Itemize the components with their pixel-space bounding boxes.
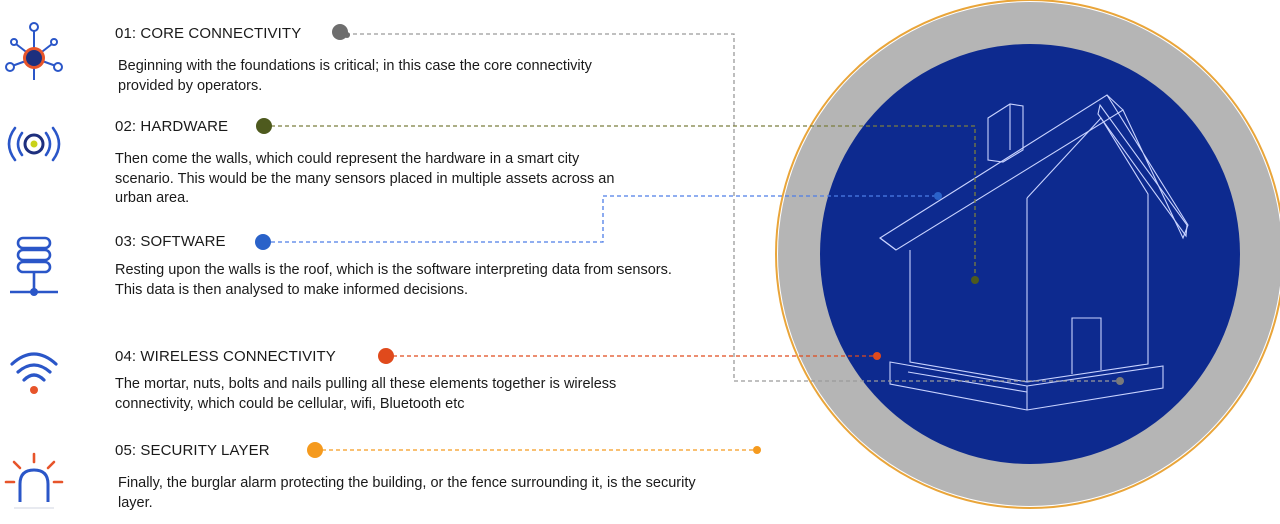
software-dot xyxy=(255,234,271,250)
wireless-dot xyxy=(378,348,394,364)
layer-3-description: Resting upon the walls is the roof, whic… xyxy=(115,262,672,298)
layer-4-description: The mortar, nuts, bolts and nails pullin… xyxy=(115,376,617,412)
software-endpoint xyxy=(934,192,942,200)
layer-2-description: Then come the walls, which could represe… xyxy=(115,151,615,206)
layer-1-description: Beginning with the foundations is critic… xyxy=(118,58,592,94)
hardware-endpoint xyxy=(971,276,979,284)
connector-hardware xyxy=(271,125,976,280)
layer-4-heading: 04: WIRELESS CONNECTIVITY xyxy=(115,348,336,365)
core-connectivity-endpoint xyxy=(1116,377,1124,385)
core-connectivity-dot xyxy=(332,24,348,40)
security-dot xyxy=(307,442,323,458)
layer-1-heading: 01: CORE CONNECTIVITY xyxy=(115,25,302,42)
layer-3-heading: 03: SOFTWARE xyxy=(115,233,226,250)
outer-orange-outline xyxy=(775,0,1280,509)
sensor-signal-icon xyxy=(7,126,61,162)
database-icon xyxy=(10,236,58,296)
wireless-endpoint xyxy=(873,352,881,360)
layer-5-heading: 05: SECURITY LAYER xyxy=(115,442,270,459)
layer-2-heading: 02: HARDWARE xyxy=(115,118,229,135)
security-endpoint xyxy=(753,446,761,454)
hardware-dot xyxy=(256,118,272,134)
layer-5-description: Finally, the burglar alarm protecting th… xyxy=(118,475,696,511)
connector-core-connectivity xyxy=(346,33,1120,382)
wifi-icon xyxy=(10,352,58,394)
network-hub-icon xyxy=(5,22,63,80)
alarm-light-icon xyxy=(4,452,64,509)
blue-circle xyxy=(820,44,1240,464)
house-illustration xyxy=(879,94,1189,411)
